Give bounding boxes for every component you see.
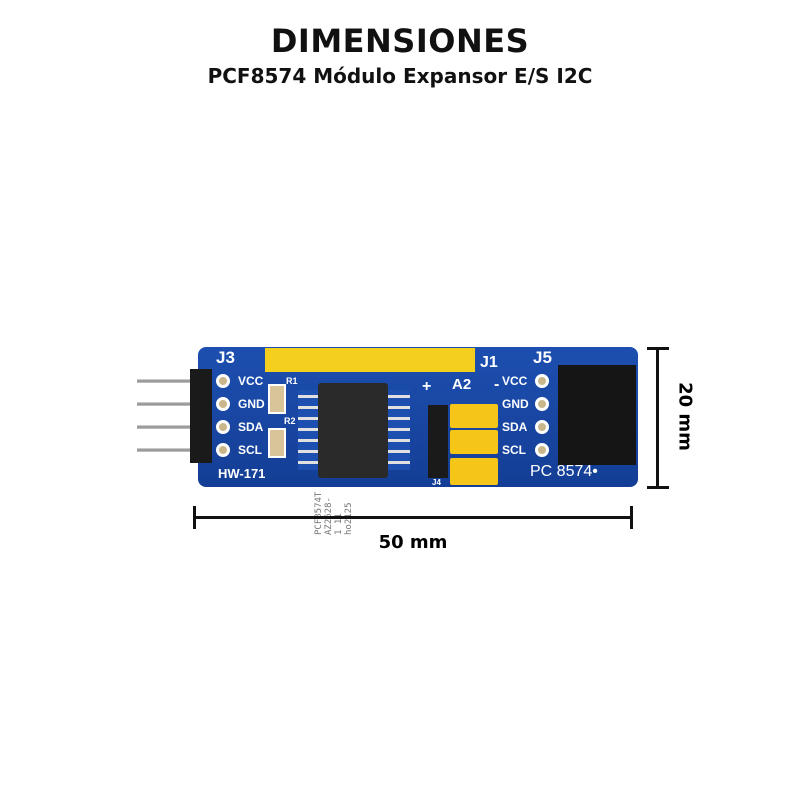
j1-label: J1	[480, 354, 498, 371]
pin-label: GND	[502, 397, 529, 411]
chip-text: 1 11	[334, 513, 344, 535]
page-title: DIMENSIONES	[270, 22, 530, 60]
dimension-tick	[630, 506, 633, 529]
dimension-tick	[193, 506, 196, 529]
pin-label: SCL	[502, 443, 526, 457]
pin-label: VCC	[238, 374, 264, 388]
chip-text: AZ2628-	[324, 492, 334, 535]
minus-label: -	[494, 376, 500, 393]
plus-label: +	[422, 378, 432, 395]
male-pin	[137, 425, 193, 429]
pad	[216, 420, 230, 434]
pcf8574-chip: PCF8574T AZ2628- 1 11 ho2125	[314, 383, 388, 535]
male-pin	[137, 402, 193, 406]
jumper	[450, 404, 498, 428]
male-pin	[137, 448, 193, 452]
j4-label: J4	[432, 478, 441, 487]
pad	[535, 420, 549, 434]
pin-label: SDA	[238, 420, 264, 434]
height-label: 20 mm	[674, 382, 696, 451]
width-dimension-line	[194, 516, 632, 519]
resistor-r2	[268, 428, 286, 458]
page-subtitle: PCF8574 Módulo Expansor E/S I2C	[207, 64, 593, 88]
jumper	[450, 430, 498, 454]
pin-label: SDA	[502, 420, 528, 434]
pad	[535, 443, 549, 457]
pad	[216, 374, 230, 388]
pin-label: SCL	[238, 443, 262, 457]
pad	[216, 443, 230, 457]
a2-label: A2	[452, 376, 472, 393]
dimension-tick	[647, 347, 669, 350]
width-label: 50 mm	[378, 532, 448, 553]
female-header	[558, 365, 636, 465]
chip-text: PCF8574T	[314, 491, 324, 535]
r1-label: R1	[286, 376, 298, 386]
j3-label: J3	[216, 348, 235, 367]
chip-text: ho2125	[344, 492, 354, 535]
pad	[535, 397, 549, 411]
pad	[535, 374, 549, 388]
resistor-r1	[268, 384, 286, 414]
r2-label: R2	[284, 416, 296, 426]
male-pin	[137, 379, 193, 383]
pin-label: VCC	[502, 374, 528, 388]
brand-label: PC 8574•	[530, 463, 598, 480]
j5-label: J5	[533, 348, 552, 367]
address-header	[428, 405, 448, 478]
height-dimension-line	[656, 348, 659, 488]
pad	[216, 397, 230, 411]
model-label: HW-171	[218, 466, 266, 481]
jumper	[450, 458, 498, 485]
dimension-tick	[647, 486, 669, 489]
pin-label: GND	[238, 397, 265, 411]
left-header	[190, 369, 212, 463]
yellow-header-j1	[265, 348, 475, 372]
